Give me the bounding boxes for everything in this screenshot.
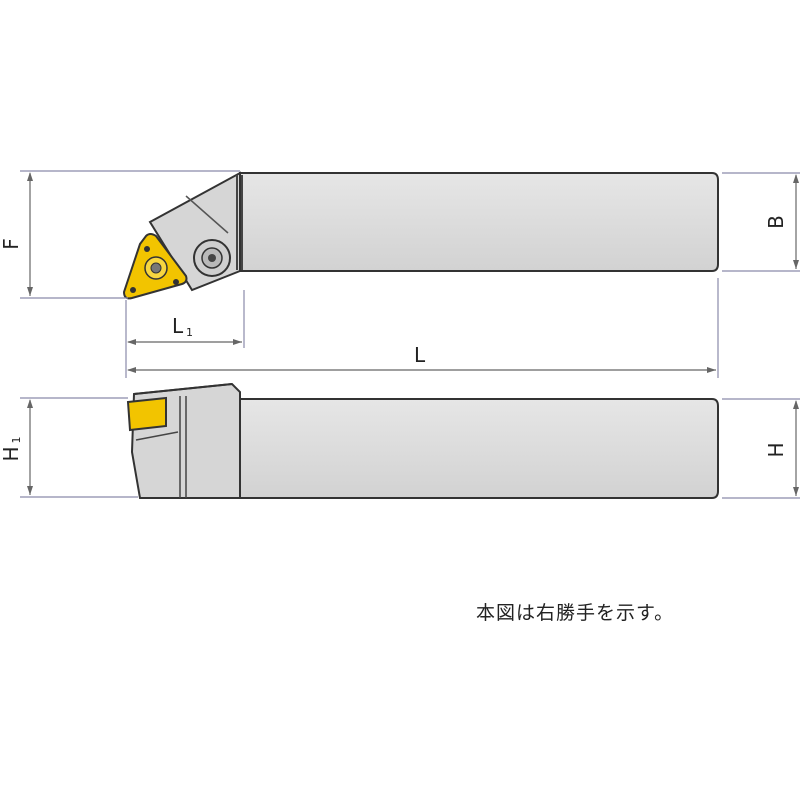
dim-label-h1: H [0, 446, 23, 461]
side-shank [239, 398, 719, 499]
top-view [122, 171, 719, 300]
dim-label-l: L [414, 343, 426, 367]
side-view [126, 382, 719, 499]
dim-label-h1-sub: 1 [10, 437, 23, 444]
drawing-note: 本図は右勝手を示す。 [476, 602, 675, 624]
top-shank [239, 172, 719, 272]
dim-label-f: F [0, 238, 23, 250]
dimension-lines [20, 170, 800, 499]
insert-side-icon [126, 396, 167, 432]
clamp-screw-icon [193, 239, 231, 277]
insert-top-icon [122, 233, 188, 300]
dim-label-b: B [764, 215, 788, 229]
dim-label-l1: L [172, 314, 184, 338]
dim-label-h: H [764, 442, 788, 457]
dim-label-l1-sub: 1 [186, 326, 193, 339]
